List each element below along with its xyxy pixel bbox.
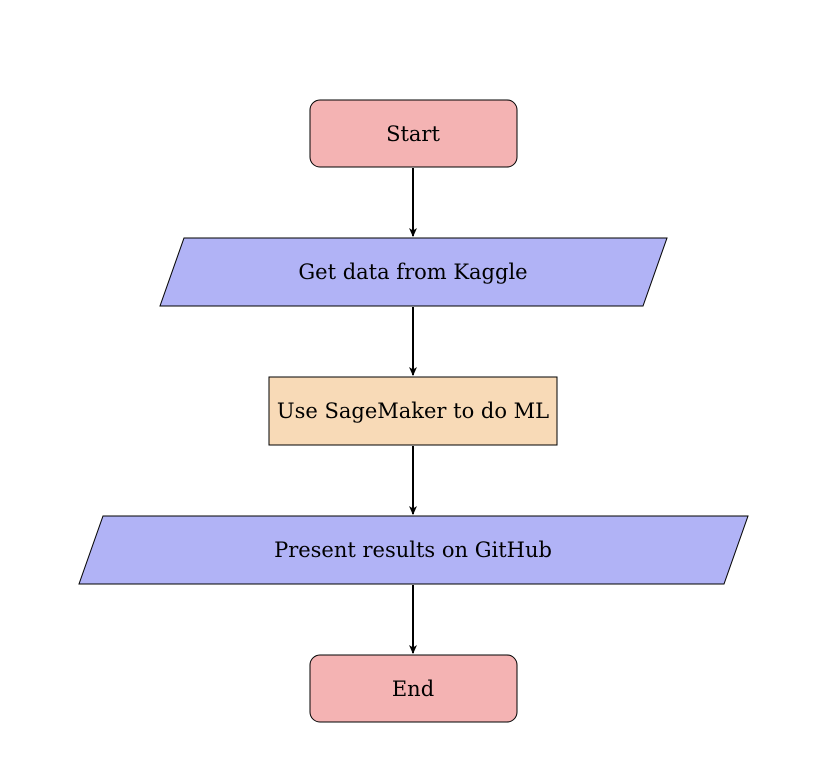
get-data-io-shape	[159, 237, 668, 307]
start-label: Start	[386, 122, 440, 146]
start-terminal-shape	[309, 99, 518, 168]
present-io-shape	[78, 515, 749, 585]
sagemaker-process-shape	[268, 376, 558, 446]
node-start: Start	[309, 99, 518, 168]
end-label: End	[392, 677, 434, 701]
node-sagemaker: Use SageMaker to do ML	[268, 376, 558, 446]
node-get-data: Get data from Kaggle	[159, 237, 668, 307]
node-end: End	[309, 654, 518, 723]
end-terminal-shape	[309, 654, 518, 723]
present-label: Present results on GitHub	[274, 538, 552, 562]
get-data-label: Get data from Kaggle	[298, 260, 527, 284]
sagemaker-label: Use SageMaker to do ML	[277, 399, 549, 423]
node-present: Present results on GitHub	[78, 515, 749, 585]
